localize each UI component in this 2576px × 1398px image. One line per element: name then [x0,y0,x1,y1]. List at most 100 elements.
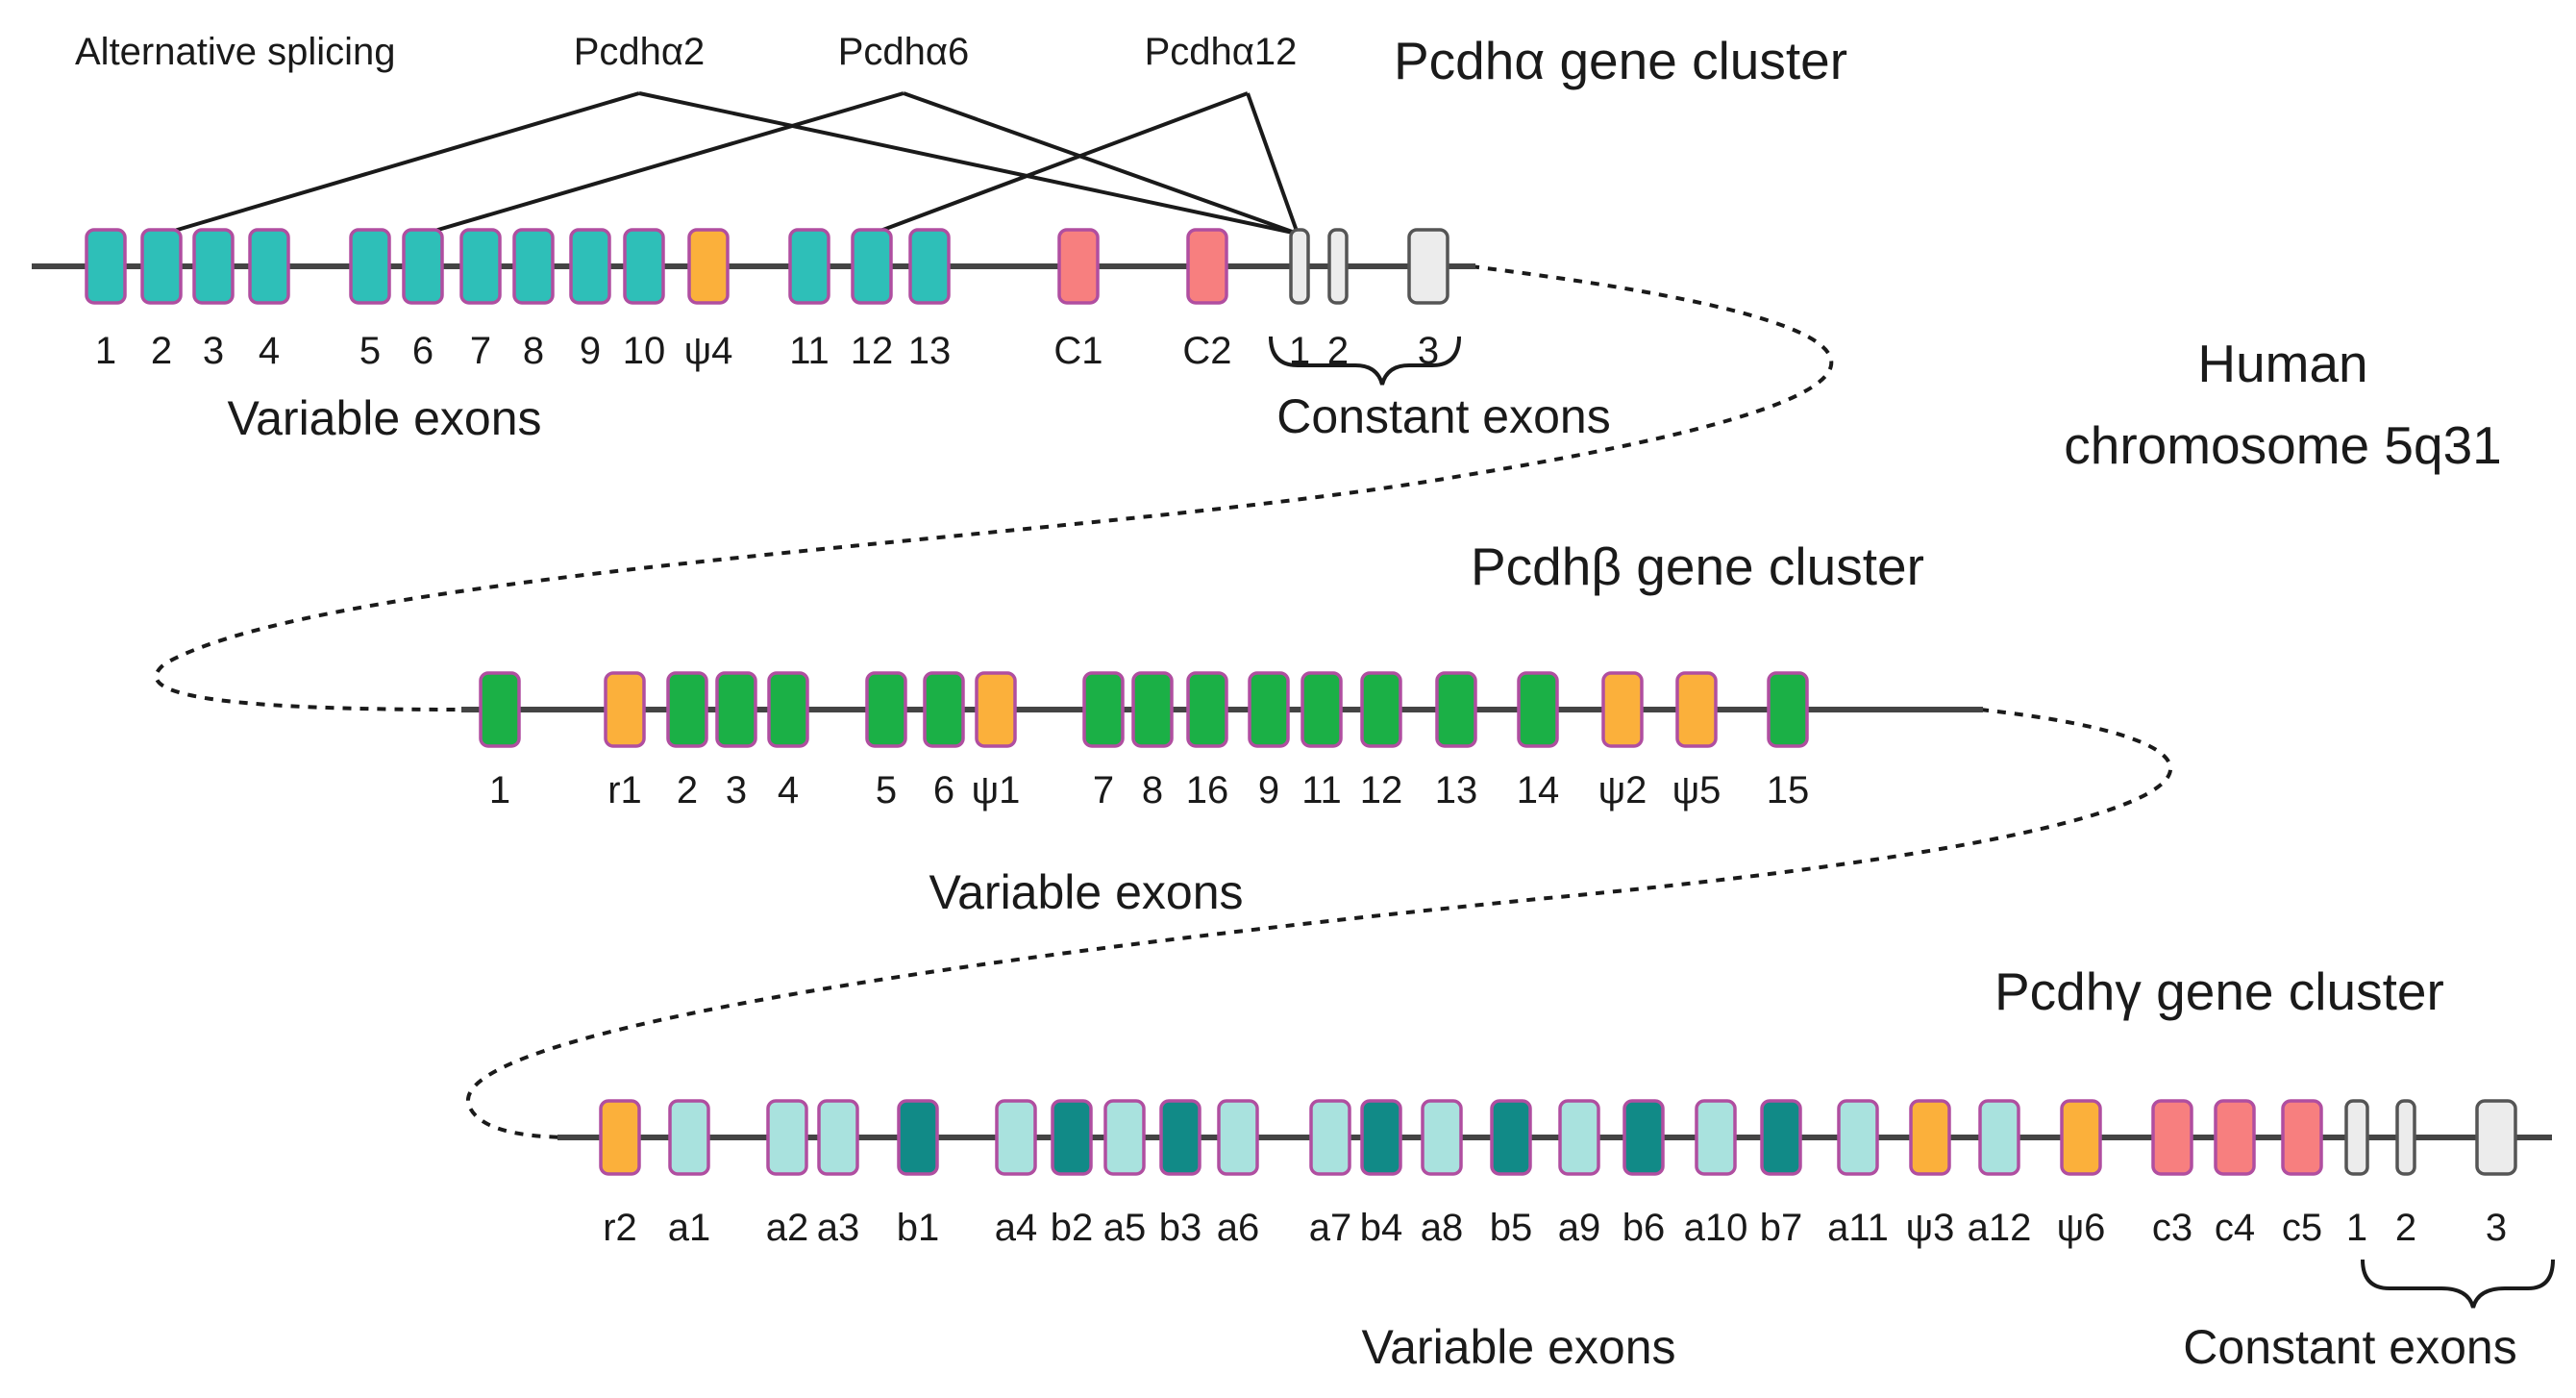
alpha-exon-18 [1407,228,1449,305]
beta-exon-label-18: 15 [1767,769,1810,811]
gamma-exon-11 [1360,1099,1402,1176]
gamma-exon-label-8: b3 [1159,1207,1202,1249]
gamma-exon-3 [817,1099,859,1176]
beta-exon-label-0: 1 [489,769,510,811]
gamma-exon-label-25: 1 [2346,1207,2367,1249]
beta-exon-label-3: 3 [726,769,747,811]
beta-exon-7 [975,671,1017,748]
gamma-exon-label-24: c5 [2282,1207,2322,1249]
beta-exon-4 [767,671,809,748]
alpha-exon-2 [192,228,235,305]
beta-exon-label-12: 11 [1301,769,1342,811]
alpha-exon-17 [1327,228,1349,305]
beta-exon-16 [1601,671,1644,748]
beta-exon-10 [1186,671,1228,748]
gamma-constant-exons-label: Constant exons [2183,1320,2516,1374]
beta-exon-label-16: ψ2 [1598,769,1647,811]
splice-a2-to-exon2 [163,91,640,236]
alpha-exon-label-6: 7 [470,330,491,372]
gamma-exon-label-2: a2 [766,1207,809,1249]
gamma-exon-12 [1421,1099,1463,1176]
beta-exon-label-17: ψ5 [1672,769,1721,811]
gamma-exon-22 [2151,1099,2193,1176]
gamma-exon-18 [1837,1099,1879,1176]
gamma-exon-label-4: b1 [897,1207,940,1249]
alpha-exon-14 [1057,228,1100,305]
splice-a12-to-constant1 [1246,92,1300,235]
alpha-exon-label-9: 10 [623,330,666,372]
beta-exon-label-1: r1 [607,769,642,811]
gamma-exon-label-16: a10 [1684,1207,1748,1249]
connector-alpha-beta [154,264,1834,711]
gamma-exon-label-15: b6 [1622,1207,1666,1249]
alpha-cluster-title: Pcdhα gene cluster [1394,31,1847,90]
alternative-splicing-label: Alternative splicing [75,31,396,73]
gamma-exon-label-18: a11 [1827,1207,1889,1249]
gamma-exon-0 [599,1099,641,1176]
gamma-constant-brace [2361,1259,2555,1309]
alpha-exon-label-18: 3 [1418,330,1439,372]
alpha-exon-label-10: ψ4 [684,330,733,372]
gamma-exon-9 [1217,1099,1259,1176]
alpha-exon-9 [623,228,665,305]
beta-cluster-title: Pcdhβ gene cluster [1471,537,1924,596]
gamma-exon-label-17: b7 [1760,1207,1803,1249]
beta-exon-15 [1517,671,1559,748]
alpha-exon-label-4: 5 [359,330,381,372]
alpha-exon-1 [140,228,183,305]
alpha-variable-exons-label: Variable exons [227,391,541,445]
gamma-exon-19 [1909,1099,1951,1176]
alpha-exon-3 [248,228,290,305]
alpha-exon-7 [512,228,555,305]
beta-exon-label-15: 14 [1517,769,1560,811]
alpha-exon-label-5: 6 [412,330,433,372]
gamma-exon-1 [668,1099,710,1176]
alpha-exon-label-12: 12 [851,330,894,372]
beta-exon-0 [479,671,521,748]
beta-exon-6 [923,671,965,748]
alpha-exon-13 [908,228,951,305]
alpha-exon-label-2: 3 [203,330,224,372]
gamma-exon-label-20: a12 [1968,1207,2032,1249]
chromosome-connectors [154,264,2173,1139]
alpha-exon-label-14: C1 [1053,330,1102,372]
gamma-exon-label-7: a5 [1103,1207,1147,1249]
beta-exon-label-14: 13 [1435,769,1478,811]
gamma-exon-6 [1051,1099,1093,1176]
alpha-exon-0 [85,228,127,305]
beta-exon-label-6: 6 [933,769,954,811]
splice-a2-to-constant1 [638,91,1299,236]
splice-a6-to-exon6 [424,91,904,236]
gamma-exon-label-6: b2 [1051,1207,1094,1249]
gamma-exon-label-1: a1 [668,1207,711,1249]
gamma-variable-exons-label: Variable exons [1361,1320,1675,1374]
splice-a6-to-constant1 [903,91,1299,236]
connector-beta-gamma [465,708,2173,1139]
beta-exon-label-7: ψ1 [972,769,1021,811]
beta-exon-14 [1435,671,1477,748]
beta-exon-label-11: 9 [1258,769,1279,811]
alpha-exon-label-1: 2 [151,330,172,372]
gamma-exon-2 [766,1099,808,1176]
gamma-cluster-title: Pcdhγ gene cluster [1994,961,2444,1021]
beta-exon-8 [1082,671,1125,748]
alpha-exon-label-7: 8 [523,330,544,372]
alpha-exon-12 [851,228,893,305]
alpha-constant-exons-label: Constant exons [1276,389,1610,443]
beta-exon-17 [1675,671,1718,748]
pcdha6-label: Pcdhα6 [838,31,970,73]
alpha-exon-label-11: 11 [789,330,830,372]
gamma-exon-20 [1978,1099,2020,1176]
gamma-exon-label-0: r2 [603,1207,637,1249]
chromosome-label-line1: Human [2197,334,2367,393]
gamma-exon-16 [1695,1099,1737,1176]
gamma-exon-label-12: a8 [1421,1207,1464,1249]
beta-exon-label-8: 7 [1093,769,1114,811]
beta-exon-13 [1360,671,1402,748]
alpha-exon-4 [349,228,391,305]
gamma-exon-17 [1760,1099,1802,1176]
pcdha2-label: Pcdhα2 [574,31,706,73]
chromosome-label-line2: chromosome 5q31 [2064,415,2502,475]
